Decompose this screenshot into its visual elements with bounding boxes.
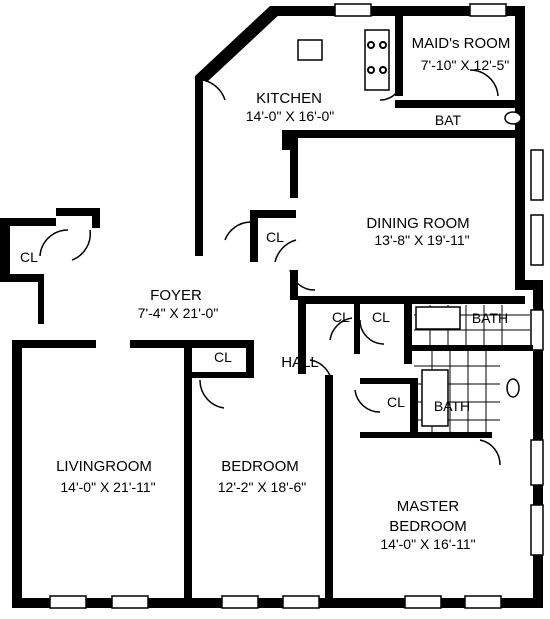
closet-foyer-label: CL [20,249,38,265]
hall-name: HALL [281,354,319,371]
maids-room-name: MAID's ROOM [412,35,511,52]
master-bedroom-dims: 14'-0" X 16'-11" [380,536,475,552]
kitchen-name: KITCHEN [256,90,322,107]
closet-hall2-label: CL [372,309,390,325]
foyer-name: FOYER [150,287,202,304]
master-bedroom-name-line2: BEDROOM [389,518,467,535]
master-bedroom-name-line1: MASTER [397,498,460,515]
bath-tiles [414,111,530,432]
living-room-name: LIVINGROOM [56,458,152,475]
dining-room-name: DINING ROOM [366,215,469,232]
closet-dining-label: CL [266,229,284,245]
windows [49,3,544,609]
bedroom-name: BEDROOM [221,458,299,475]
interior-walls [12,16,533,608]
living-room-dims: 14'-0" X 21'-11" [60,479,155,495]
kitchen-dims: 14'-0" X 16'-0" [246,108,334,124]
bedroom-dims: 12'-2" X 18'-6" [218,479,306,495]
dining-room-dims: 13'-8" X 19'-11" [374,232,469,248]
foyer-dims: 7'-4" X 21'-0" [138,305,219,321]
kitchen-fixtures [297,29,390,91]
bath-lower-label: BATH [434,398,470,414]
closet-master-label: CL [387,394,405,410]
closet-hall1-label: CL [332,309,350,325]
maids-room-dims: 7'-10" X 12'-5" [421,57,509,73]
doors [39,69,501,466]
maid-bath-label: BAT [435,112,462,128]
bath-upper-label: BATH [472,310,508,326]
closet-bedroom-label: CL [214,349,232,365]
